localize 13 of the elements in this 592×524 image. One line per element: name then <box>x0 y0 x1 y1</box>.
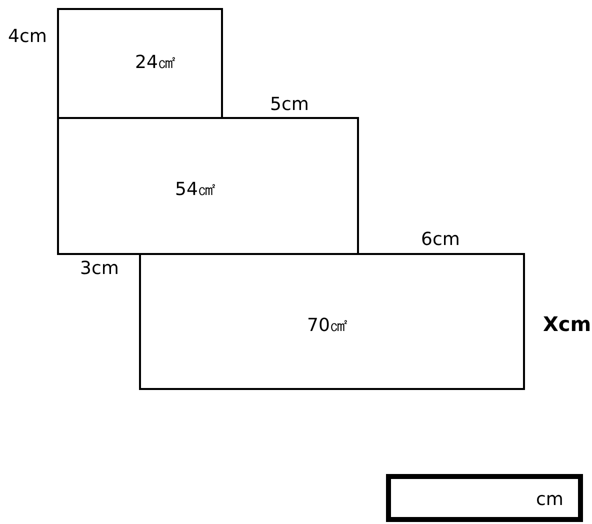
area-label: 24㎠ <box>135 51 176 74</box>
dimension-label: 3cm <box>80 258 119 279</box>
dimension-label: Xcm <box>543 312 592 336</box>
dimension-label: 4cm <box>8 26 47 47</box>
rectangle <box>57 8 223 119</box>
unit-label: cm <box>536 489 564 510</box>
area-label: 54㎠ <box>175 178 216 201</box>
answer-box <box>386 474 583 522</box>
rectangle <box>57 117 359 255</box>
area-label: 70㎠ <box>307 314 348 337</box>
rectangle <box>139 253 525 390</box>
dimension-label: 5cm <box>270 94 309 115</box>
dimension-label: 6cm <box>421 229 460 250</box>
